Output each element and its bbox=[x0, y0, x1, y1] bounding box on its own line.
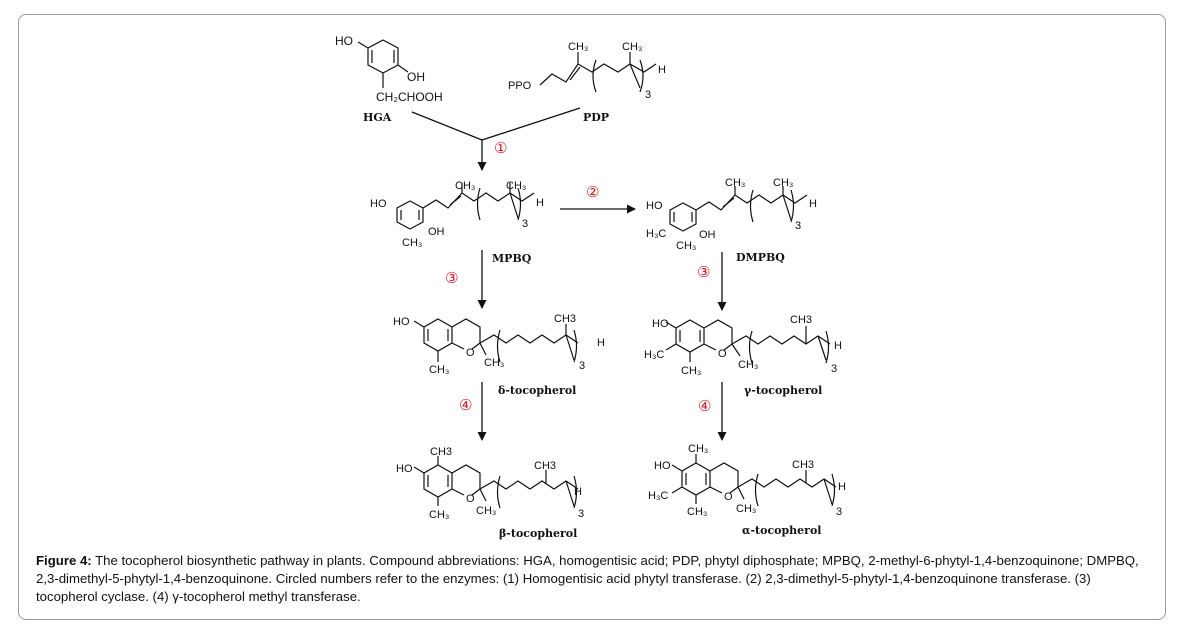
gamma-h: H bbox=[834, 340, 842, 352]
dmpbq-h: H bbox=[809, 198, 817, 210]
hga-merge-line bbox=[411, 111, 483, 141]
alpha-ch3-chain: CH₃ bbox=[736, 503, 756, 515]
mpbq-ch3-ring: CH₃ bbox=[402, 237, 422, 249]
caption-label: Figure 4: bbox=[36, 553, 92, 568]
alpha-h: H bbox=[838, 481, 846, 493]
delta-o: O bbox=[466, 347, 475, 359]
gamma-name: γ-tocopherol bbox=[744, 384, 822, 397]
gamma-o: O bbox=[718, 348, 727, 360]
delta-ch3-ring: CH₃ bbox=[429, 364, 449, 376]
dmpbq-ch3-2: CH₃ bbox=[773, 177, 793, 189]
gamma-ch3-chain: CH₃ bbox=[738, 359, 758, 371]
pdp-ch3-2: CH₃ bbox=[622, 41, 642, 53]
delta-name: δ-tocopherol bbox=[498, 384, 576, 397]
mpbq-oh: OH bbox=[428, 226, 445, 238]
beta-ch3-top: CH3 bbox=[534, 460, 556, 472]
gamma-ho: HO bbox=[652, 318, 669, 330]
hga-name: HGA bbox=[363, 111, 392, 124]
mpbq-ho: HO bbox=[370, 198, 387, 210]
pdp-sub3: 3 bbox=[645, 89, 651, 101]
pdp-merge-line bbox=[481, 107, 581, 141]
alpha-ch3-ring: CH₃ bbox=[687, 506, 707, 518]
enzyme-1-marker: ① bbox=[494, 139, 507, 157]
enzyme-2-marker: ② bbox=[586, 183, 599, 201]
beta-sub3: 3 bbox=[578, 508, 584, 520]
gamma-tocopherol-structure: HO H₃C O CH₃ CH₃ CH3 H 3 γ-tocopherol bbox=[644, 314, 842, 397]
alpha-sub3: 3 bbox=[836, 506, 842, 518]
dmpbq-h3c: H₃C bbox=[646, 228, 666, 240]
mpbq-structure: HO OH CH₃ CH₃ CH₃ H 3 MPBQ bbox=[370, 180, 544, 265]
mpbq-sub3: 3 bbox=[522, 218, 528, 230]
beta-ch3-ring: CH₃ bbox=[429, 509, 449, 521]
beta-h: H bbox=[574, 486, 582, 498]
alpha-ho: HO bbox=[654, 460, 671, 472]
alpha-ch3-top: CH3 bbox=[792, 459, 814, 471]
enzyme-4-right-marker: ④ bbox=[698, 397, 711, 415]
alpha-tocopherol-structure: CH₃ HO H₃C O CH₃ CH₃ CH3 H 3 α-tocophero… bbox=[648, 443, 846, 537]
hga-structure: HO OH CH₂CHOOH HGA bbox=[335, 34, 443, 124]
gamma-ch3-top: CH3 bbox=[790, 314, 812, 326]
beta-o: O bbox=[466, 493, 475, 505]
alpha-ch3-top-ring: CH₃ bbox=[688, 443, 708, 455]
enzyme-3-left-marker: ③ bbox=[445, 269, 458, 287]
alpha-o: O bbox=[724, 491, 733, 503]
dmpbq-ho: HO bbox=[646, 200, 663, 212]
pdp-ppo-label: PPO bbox=[508, 80, 532, 92]
hga-oh-label: OH bbox=[407, 70, 425, 84]
beta-ch3-chain: CH₃ bbox=[476, 505, 496, 517]
dmpbq-sub3: 3 bbox=[795, 220, 801, 232]
mpbq-ch3-1: CH₃ bbox=[455, 180, 475, 192]
delta-sub3: 3 bbox=[579, 360, 585, 372]
alpha-h3c: H₃C bbox=[648, 490, 668, 502]
dmpbq-ch3-1: CH₃ bbox=[725, 177, 745, 189]
figure-frame bbox=[18, 14, 1166, 620]
delta-h: H bbox=[597, 337, 605, 349]
enzyme-4-left-marker: ④ bbox=[459, 396, 472, 414]
enzyme-3-right-marker: ③ bbox=[697, 263, 710, 281]
caption-text: The tocopherol biosynthetic pathway in p… bbox=[36, 553, 1139, 604]
alpha-name: α-tocopherol bbox=[742, 524, 821, 537]
delta-ch3-chain: CH₃ bbox=[484, 357, 504, 369]
gamma-h3c: H₃C bbox=[644, 349, 664, 361]
hga-side-chain-label: CH₂CHOOH bbox=[376, 90, 443, 104]
pdp-structure: PPO CH₃ CH₃ H 3 PDP bbox=[508, 41, 666, 124]
hga-ho-label: HO bbox=[335, 34, 353, 48]
delta-ch3-top: CH3 bbox=[554, 313, 576, 325]
mpbq-h: H bbox=[536, 197, 544, 209]
delta-ho: HO bbox=[393, 316, 410, 328]
dmpbq-oh: OH bbox=[699, 229, 716, 241]
beta-ch3-top-ring: CH3 bbox=[430, 446, 452, 458]
delta-tocopherol-structure: HO O CH₃ CH₃ CH3 H 3 δ-tocopherol bbox=[393, 313, 605, 397]
figure-caption: Figure 4: The tocopherol biosynthetic pa… bbox=[36, 552, 1148, 606]
mpbq-ch3-2: CH₃ bbox=[506, 180, 526, 192]
pdp-h-label: H bbox=[658, 64, 666, 76]
mpbq-name: MPBQ bbox=[492, 252, 532, 265]
beta-ho: HO bbox=[396, 463, 413, 475]
pdp-name: PDP bbox=[583, 111, 609, 124]
dmpbq-structure: HO OH H₃C CH₃ CH₃ CH₃ H 3 DMPBQ bbox=[646, 177, 817, 264]
gamma-ch3-ring: CH₃ bbox=[681, 365, 701, 377]
dmpbq-ch3-ring: CH₃ bbox=[676, 240, 696, 252]
gamma-sub3: 3 bbox=[831, 363, 837, 375]
pdp-ch3-1: CH₃ bbox=[568, 41, 588, 53]
beta-name: β-tocopherol bbox=[499, 527, 577, 540]
beta-tocopherol-structure: CH3 HO O CH₃ CH₃ CH3 H 3 β-tocopherol bbox=[396, 446, 584, 540]
dmpbq-name: DMPBQ bbox=[736, 251, 785, 264]
